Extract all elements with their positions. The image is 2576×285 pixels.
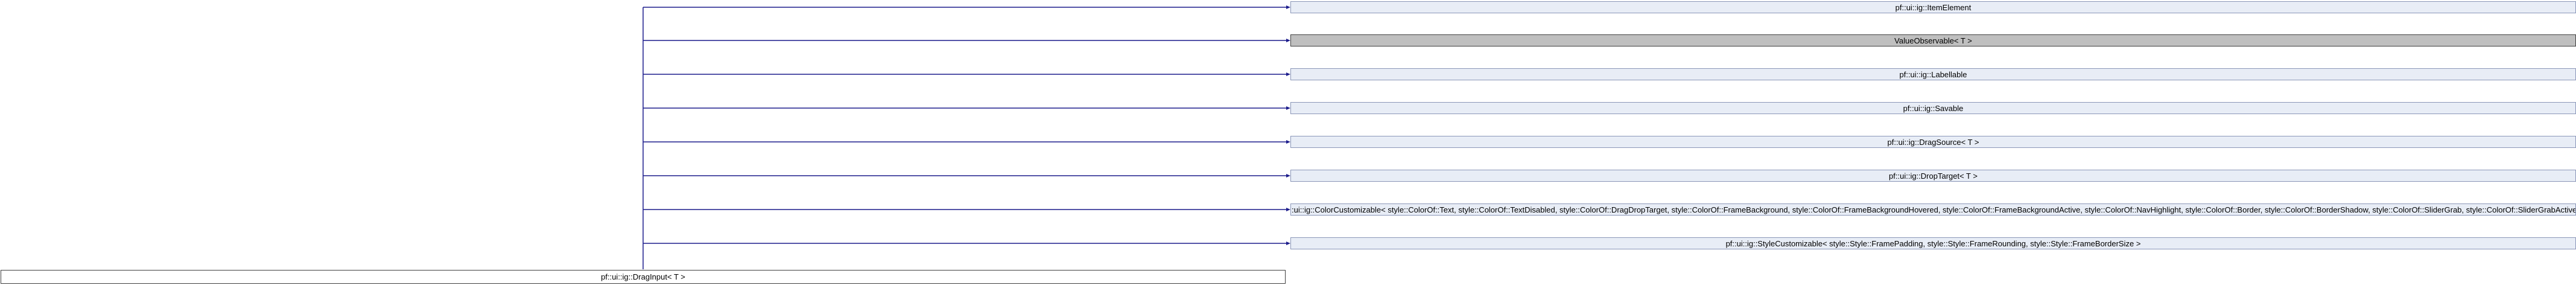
base-class-droptarget[interactable]: pf::ui::ig::DropTarget< T > xyxy=(1290,170,2576,182)
arrowhead xyxy=(1286,106,1290,110)
arrowhead xyxy=(1286,242,1290,245)
base-class-stylecustomizable[interactable]: pf::ui::ig::StyleCustomizable< style::St… xyxy=(1290,237,2576,249)
base-class-colorcustomizable[interactable]: pf::ui::ig::ColorCustomizable< style::Co… xyxy=(1290,203,2576,216)
base-class-savable[interactable]: pf::ui::ig::Savable xyxy=(1290,102,2576,114)
base-class-dragsource[interactable]: pf::ui::ig::DragSource< T > xyxy=(1290,136,2576,148)
arrowhead xyxy=(1286,5,1290,9)
arrowhead xyxy=(1286,174,1290,178)
arrowhead xyxy=(1286,39,1290,42)
derived-class-draginput[interactable]: pf::ui::ig::DragInput< T > xyxy=(1,270,1286,284)
arrowhead xyxy=(1286,72,1290,76)
arrowhead xyxy=(1286,140,1290,144)
base-class-itemelement[interactable]: pf::ui::ig::ItemElement xyxy=(1290,1,2576,13)
arrowhead xyxy=(1286,208,1290,211)
base-class-valueobservable: ValueObservable< T > xyxy=(1290,34,2576,46)
base-class-labellable[interactable]: pf::ui::ig::Labellable xyxy=(1290,68,2576,80)
